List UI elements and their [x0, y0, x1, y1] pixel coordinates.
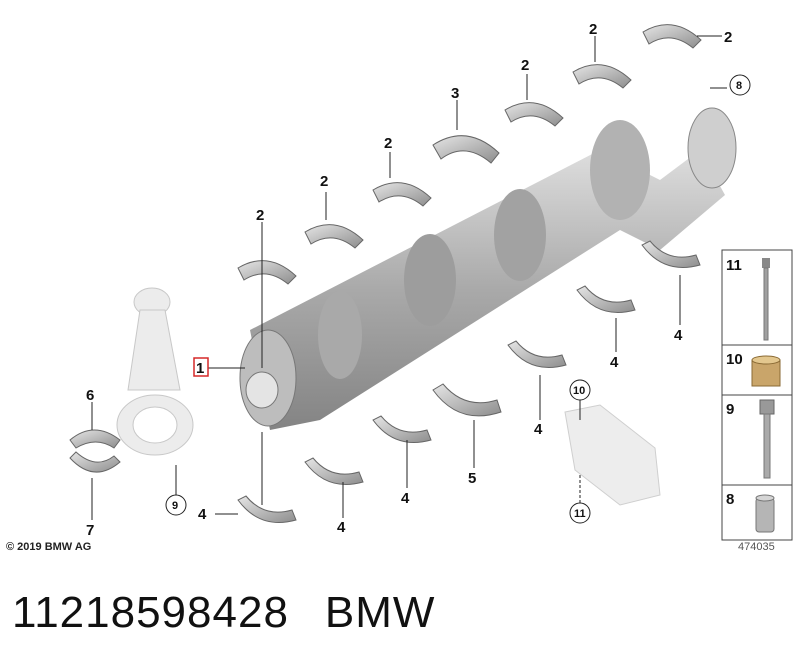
- exploded-parts-diagram: 1 2 2 2 3 2 2 2 8 4 4 4 5 4 4 4 6 7 9 10…: [69, 21, 793, 541]
- callout-2: 2: [589, 21, 597, 38]
- lower-bearing-shells: [237, 240, 701, 523]
- callout-2: 2: [724, 29, 732, 46]
- svg-text:8: 8: [736, 80, 742, 92]
- upper-bearing-shells: [237, 24, 702, 285]
- crankshaft: [239, 107, 737, 430]
- long-bolt-icon: [762, 258, 770, 341]
- brand-name: BMW: [324, 588, 436, 637]
- svg-text:10: 10: [573, 385, 585, 397]
- bearing-cap: [564, 404, 661, 506]
- legend-label-9: 9: [726, 401, 734, 418]
- callout-4: 4: [401, 490, 410, 507]
- svg-text:11: 11: [574, 508, 586, 520]
- callout-2: 2: [320, 173, 328, 190]
- legend-label-8: 8: [726, 491, 734, 508]
- caption: 11218598428 BMW: [12, 588, 435, 638]
- callout-4: 4: [674, 327, 683, 344]
- callout-2: 2: [256, 207, 264, 224]
- callout-6: 6: [86, 387, 94, 404]
- callout-2: 2: [384, 135, 392, 152]
- callout-11-circle: 11: [569, 502, 591, 524]
- callout-4: 4: [198, 506, 207, 523]
- callout-3: 3: [451, 85, 459, 102]
- sleeve-icon: [751, 355, 781, 387]
- callout-8-circle: 8: [729, 74, 751, 96]
- parts-legend: 11 10 9 8: [721, 249, 793, 541]
- dowel-pin-icon: [755, 494, 775, 533]
- connecting-rod: [116, 287, 194, 456]
- svg-text:9: 9: [172, 500, 178, 512]
- callout-10-circle: 10: [569, 379, 591, 401]
- callout-7: 7: [86, 522, 94, 539]
- leader-lines: [91, 35, 727, 520]
- callout-crankshaft: 1: [196, 360, 204, 377]
- copyright-notice: © 2019 BMW AG: [6, 541, 92, 553]
- part-number: 11218598428: [12, 588, 289, 637]
- callout-4: 4: [610, 354, 619, 371]
- conrod-bolt-icon: [759, 399, 775, 479]
- callout-4: 4: [337, 519, 346, 536]
- legend-label-10: 10: [726, 351, 743, 368]
- conrod-bearing-shells: [69, 429, 121, 473]
- callout-5: 5: [468, 470, 476, 487]
- highlight-box: [193, 357, 209, 377]
- chain-sprocket: [687, 107, 737, 189]
- callout-4: 4: [534, 421, 543, 438]
- drawing-number: 474035: [738, 541, 775, 553]
- callout-9-circle: 9: [165, 494, 187, 516]
- callout-2: 2: [521, 57, 529, 74]
- legend-label-11: 11: [726, 257, 742, 274]
